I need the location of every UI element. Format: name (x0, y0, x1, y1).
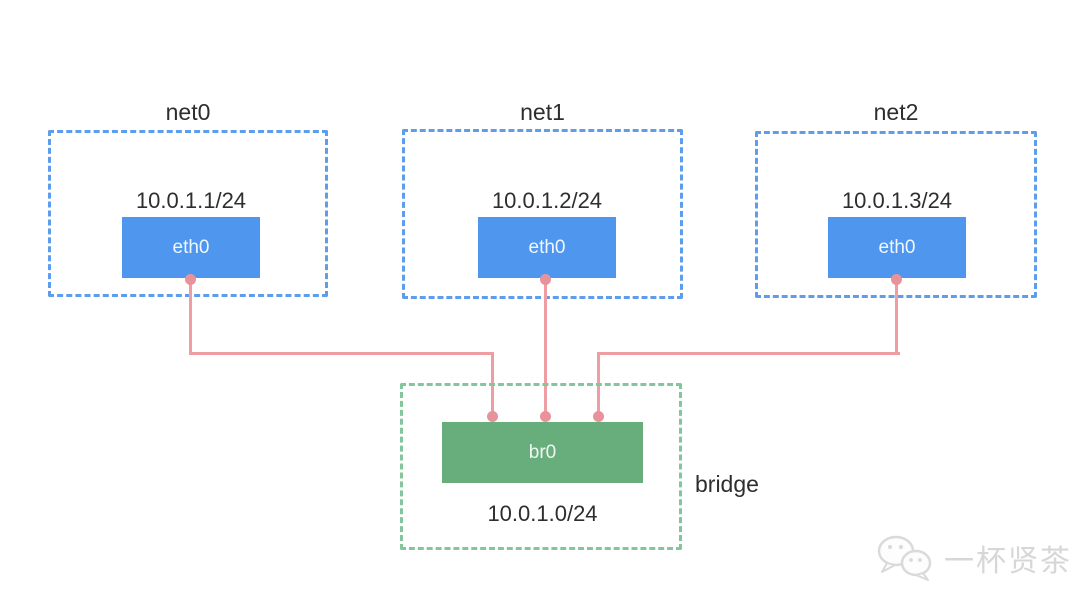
link-endpoint-dot (540, 411, 551, 422)
namespace-title-net1: net1 (520, 99, 565, 125)
link-endpoint-dot (891, 274, 902, 285)
link-endpoint-dot (487, 411, 498, 422)
ip-label-net2: 10.0.1.3/24 (841, 188, 953, 213)
interface-label: eth0 (172, 236, 210, 258)
namespace-box-net0 (48, 130, 328, 297)
watermark: 一杯贤茶 (874, 534, 1072, 582)
namespace-title-net2: net2 (873, 99, 919, 125)
link-line-net1 (544, 277, 547, 419)
interface-label: eth0 (528, 236, 566, 258)
link-line-net2 (895, 277, 898, 355)
wechat-icon (877, 535, 932, 581)
link-endpoint-dot (540, 274, 551, 285)
interface-label: eth0 (878, 236, 916, 258)
interface-box-net1-eth0: eth0 (478, 217, 616, 278)
bridge-dashed-box (400, 383, 682, 550)
link-line-net0 (189, 352, 494, 355)
link-endpoint-dot (593, 411, 604, 422)
link-line-net0 (189, 277, 192, 355)
bridge-label: bridge (695, 471, 759, 497)
namespace-box-net1 (402, 129, 683, 299)
bridge-device-label: br0 (528, 441, 557, 463)
watermark-text: 一杯贤茶 (944, 545, 1072, 578)
interface-box-net2-eth0: eth0 (828, 217, 966, 278)
link-endpoint-dot (185, 274, 196, 285)
namespace-title-net0: net0 (165, 99, 211, 125)
link-line-net2 (597, 352, 900, 355)
ip-label-net0: 10.0.1.1/24 (135, 188, 247, 213)
ip-label-net1: 10.0.1.2/24 (491, 188, 603, 213)
interface-box-net0-eth0: eth0 (122, 217, 260, 278)
bridge-subnet-label: 10.0.1.0/24 (487, 501, 598, 526)
bridge-device-box: br0 (442, 422, 643, 483)
